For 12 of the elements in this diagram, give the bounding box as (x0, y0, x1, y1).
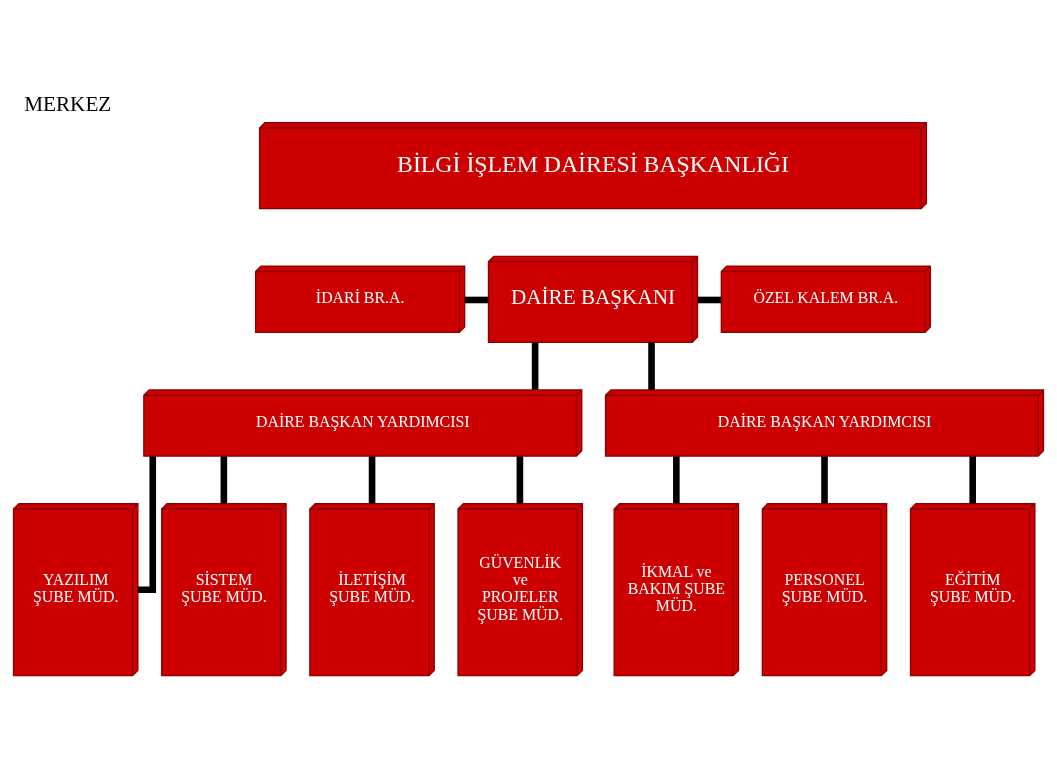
connector (220, 455, 228, 504)
connector (648, 342, 655, 390)
connector (516, 455, 524, 504)
connector (697, 296, 722, 303)
connector (531, 342, 539, 390)
connector (368, 455, 376, 504)
connector (137, 455, 157, 593)
connector (821, 455, 828, 504)
connector (673, 455, 680, 504)
diagram-title: MERKEZ (24, 91, 112, 116)
connector (465, 296, 489, 303)
connector (969, 455, 976, 504)
